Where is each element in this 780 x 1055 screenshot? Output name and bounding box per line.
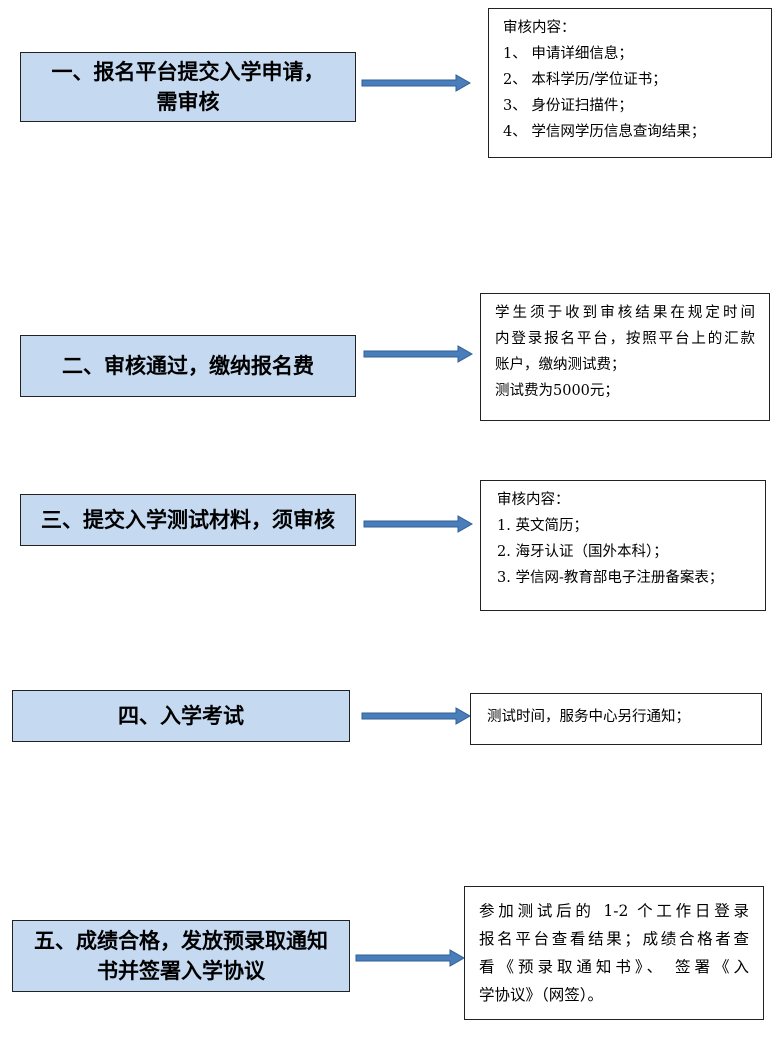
note-line: 测试费为5000元； xyxy=(495,383,619,399)
step-1-box: 一、报名平台提交入学申请， 需审核 xyxy=(20,52,356,122)
note-line: 3. 学信网-教育部电子注册备案表； xyxy=(497,570,724,586)
note-line: 4、 学信网学历信息查询结果； xyxy=(503,124,706,140)
arrow-right-icon xyxy=(355,949,466,967)
note-line: 学协议》（网签）。 xyxy=(479,986,604,1004)
note-line: 内登录报名平台，按照平台上的汇款 xyxy=(495,331,755,347)
step-1-title-line-1: 一、报名平台提交入学申请， xyxy=(51,59,325,84)
note-line: 测试时间，服务中心另行通知； xyxy=(487,709,690,725)
step-5-box: 五、成绩合格，发放预录取通知 书并签署入学协议 xyxy=(12,920,350,992)
note-line: 报名平台查看结果；成绩合格者查 xyxy=(479,930,749,948)
note-line: 看《预录取通知书》、 签署《入 xyxy=(479,958,749,976)
step-5-note: 参加测试后的 1-2 个工作日登录 报名平台查看结果；成绩合格者查 看《预录取通… xyxy=(464,886,764,1020)
note-line: 3、 身份证扫描件； xyxy=(503,98,633,114)
step-1-title-line-2: 需审核 xyxy=(156,90,220,114)
step-2-note: 学生须于收到审核结果在规定时间 内登录报名平台，按照平台上的汇款 账户，缴纳测试… xyxy=(480,293,770,421)
note-line: 审核内容： xyxy=(497,492,570,508)
arrow-right-icon xyxy=(363,345,474,363)
step-3-title: 三、提交入学测试材料，须审核 xyxy=(41,507,335,532)
note-line: 2、 本科学历/学位证书； xyxy=(503,72,667,88)
step-4-box: 四、入学考试 xyxy=(12,690,350,742)
note-line: 参加测试后的 1-2 个工作日登录 xyxy=(479,902,749,920)
step-4-title: 四、入学考试 xyxy=(118,703,244,728)
step-3-box: 三、提交入学测试材料，须审核 xyxy=(20,494,356,546)
note-line: 1、 申请详细信息； xyxy=(503,46,633,62)
step-5-title-line-1: 五、成绩合格，发放预录取通知 xyxy=(34,928,328,953)
step-4-note: 测试时间，服务中心另行通知； xyxy=(470,693,762,745)
arrow-right-icon xyxy=(363,515,474,533)
note-line: 审核内容： xyxy=(503,20,576,36)
step-2-title: 二、审核通过，缴纳报名费 xyxy=(62,353,314,378)
step-3-note: 审核内容： 1. 英文简历； 2. 海牙认证（国外本科）； 3. 学信网-教育部… xyxy=(480,480,766,611)
step-5-title-line-2: 书并签署入学协议 xyxy=(97,959,265,983)
step-2-box: 二、审核通过，缴纳报名费 xyxy=(20,335,356,397)
note-line: 学生须于收到审核结果在规定时间 xyxy=(495,305,755,321)
note-line: 2. 海牙认证（国外本科）； xyxy=(497,544,668,560)
arrow-right-icon xyxy=(361,74,472,92)
arrow-right-icon xyxy=(361,707,472,725)
note-line: 1. 英文简历； xyxy=(497,518,588,534)
note-line: 账户，缴纳测试费； xyxy=(495,357,626,373)
step-1-note: 审核内容： 1、 申请详细信息； 2、 本科学历/学位证书； 3、 身份证扫描件… xyxy=(488,8,772,158)
